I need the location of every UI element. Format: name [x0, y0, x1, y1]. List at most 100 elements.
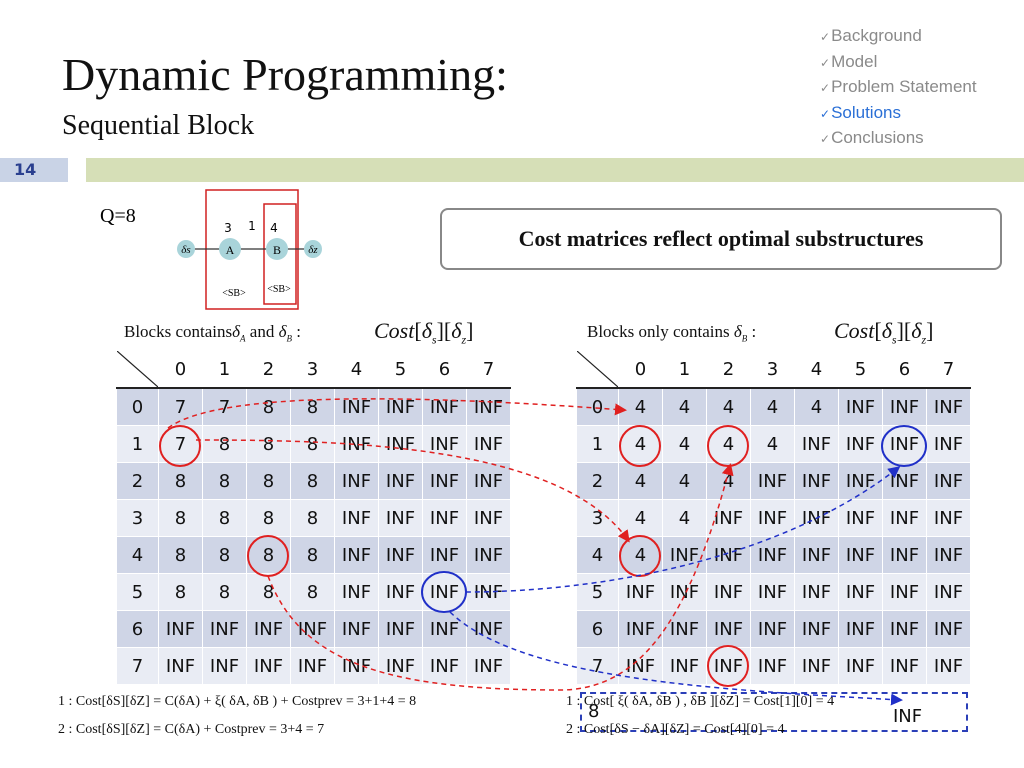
- table-cell: INF: [618, 573, 663, 611]
- formula-left-2: 2 : Cost[δS][δZ] = C(δA) + Costprev = 3+…: [58, 722, 325, 737]
- table-cell: INF: [706, 647, 751, 685]
- table-cell: INF: [378, 536, 423, 574]
- column-header: 7: [466, 350, 511, 389]
- table-cell: 4: [750, 425, 795, 463]
- table-cell: INF: [378, 573, 423, 611]
- outline-item-problem-statement[interactable]: ✓Problem Statement: [820, 75, 977, 101]
- table-cell: INF: [422, 647, 467, 685]
- table-cell: 8: [246, 499, 291, 537]
- column-header: 4: [794, 350, 839, 389]
- cost-b-label: 4: [270, 221, 278, 235]
- table-cell: INF: [422, 462, 467, 500]
- table-cell: INF: [290, 610, 335, 648]
- table-cell: INF: [750, 647, 795, 685]
- table-cell: INF: [838, 647, 883, 685]
- row-header: 7: [576, 647, 619, 685]
- outline-label: Solutions: [831, 102, 901, 122]
- table-cell: INF: [662, 536, 707, 574]
- slide-number: 14: [14, 160, 37, 179]
- table-cell: INF: [926, 387, 971, 426]
- table-cell: 8: [246, 387, 291, 426]
- table-cell: INF: [662, 573, 707, 611]
- table-cell: INF: [706, 610, 751, 648]
- row-header: 2: [576, 462, 619, 500]
- outline-item-solutions[interactable]: ✓Solutions: [820, 101, 977, 127]
- table-cell: INF: [466, 610, 511, 648]
- column-header: 3: [290, 350, 335, 389]
- outline-item-conclusions[interactable]: ✓Conclusions: [820, 126, 977, 152]
- formula-left-1: 1 : Cost[δS][δZ] = C(δA) + ξ( δA, δB ) +…: [58, 694, 417, 709]
- formula-right-1: 1 : Cost[ ξ( δA, δB ) , δB ][δZ] = Cost[…: [566, 694, 835, 709]
- table-cell: INF: [882, 462, 927, 500]
- node-b-label: B: [273, 243, 281, 257]
- node-ds-label: δs: [181, 244, 190, 256]
- outline-item-model[interactable]: ✓Model: [820, 50, 977, 76]
- row-header: 1: [576, 425, 619, 463]
- table-cell: INF: [422, 610, 467, 648]
- table-cell: 4: [618, 425, 663, 463]
- table-cell: 8: [158, 536, 203, 574]
- table-cell: 7: [158, 425, 203, 463]
- column-header: 6: [882, 350, 927, 389]
- note-eight: 8: [588, 701, 600, 722]
- table-corner-cell: [576, 350, 619, 389]
- table-cell: INF: [926, 425, 971, 463]
- table-cell: INF: [246, 647, 291, 685]
- table-cell: INF: [750, 573, 795, 611]
- outline-item-background[interactable]: ✓Background: [820, 24, 977, 50]
- table-cell: INF: [882, 573, 927, 611]
- table-cell: INF: [926, 610, 971, 648]
- node-a-label: A: [226, 243, 235, 257]
- row-header: 5: [576, 573, 619, 611]
- table-cell: 8: [290, 462, 335, 500]
- table-cell: INF: [882, 425, 927, 463]
- table-cell: INF: [794, 610, 839, 648]
- table-cell: 4: [706, 425, 751, 463]
- table-cell: INF: [334, 536, 379, 574]
- table-cell: INF: [750, 499, 795, 537]
- cost-link-label: 1: [248, 219, 256, 233]
- table-cell: INF: [838, 573, 883, 611]
- node-dz-label: δz: [308, 244, 318, 256]
- table-cell: INF: [618, 647, 663, 685]
- table-cell: INF: [794, 462, 839, 500]
- table-cell: INF: [378, 462, 423, 500]
- check-icon: ✓: [820, 30, 831, 44]
- table-cell: 8: [290, 499, 335, 537]
- table-cell: 4: [662, 499, 707, 537]
- table-cell: INF: [422, 536, 467, 574]
- table-cell: INF: [882, 387, 927, 426]
- outline-label: Model: [831, 51, 878, 71]
- table-cell: 8: [290, 573, 335, 611]
- table-cell: INF: [926, 647, 971, 685]
- caption-and: and: [249, 322, 275, 341]
- table-cell: INF: [334, 647, 379, 685]
- table-cell: 8: [290, 536, 335, 574]
- table-cell: 8: [290, 425, 335, 463]
- table-cell: 4: [750, 387, 795, 426]
- outline-label: Problem Statement: [831, 77, 977, 96]
- check-icon: ✓: [820, 132, 831, 146]
- table-cell: INF: [466, 462, 511, 500]
- row-header: 3: [116, 499, 159, 537]
- table-cell: INF: [466, 536, 511, 574]
- table-cell: INF: [422, 499, 467, 537]
- table-cell: INF: [882, 499, 927, 537]
- table-cell: INF: [662, 647, 707, 685]
- formula-right-2: 2 : Cost[δS − δA][δZ] = Cost[4][0] = 4: [566, 722, 785, 737]
- table-cell: INF: [926, 462, 971, 500]
- check-icon: ✓: [820, 106, 831, 121]
